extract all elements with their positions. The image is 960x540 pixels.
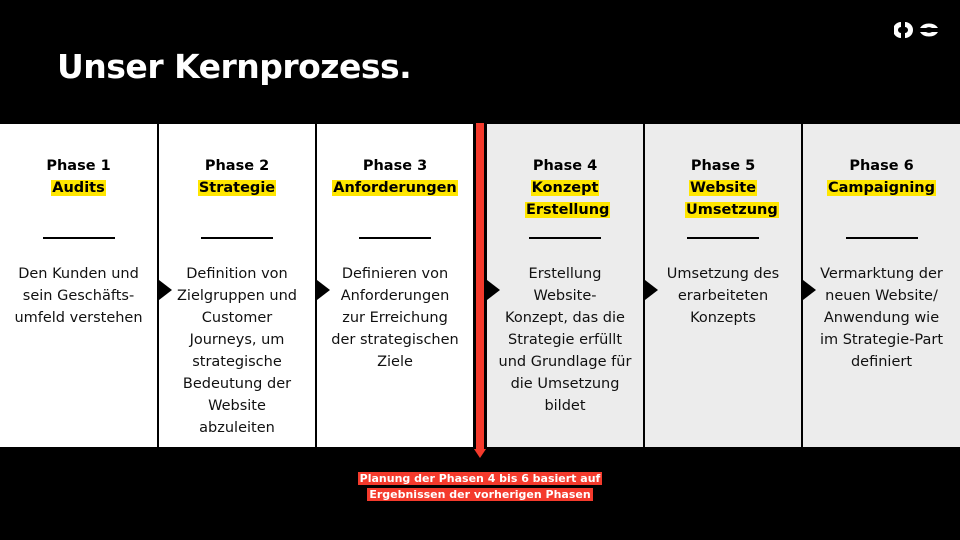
phase-description: Erstellung Website- Konzept, das die Str… — [498, 266, 632, 414]
divider — [359, 237, 431, 239]
phase-label: Phase 3 — [362, 158, 428, 174]
phase-name: Audits — [51, 180, 106, 196]
phase-4-column: Phase 4 Konzept Erstellung Erstellung Web… — [487, 124, 643, 447]
phase-description: Den Kunden und sein Geschäfts- umfeld ve… — [14, 266, 143, 326]
page-title: Unser Kernprozess. — [57, 47, 412, 86]
oc-logo-icon — [894, 22, 938, 38]
phase-description: Umsetzung des erarbeiteten Konzepts — [666, 266, 780, 326]
note-line-2: Ergebnissen der vorherigen Phasen — [367, 488, 593, 501]
phase-label: Phase 5 — [690, 158, 756, 174]
divider — [687, 237, 759, 239]
phase-label: Phase 6 — [849, 158, 914, 174]
phase-description: Vermarktung der neuen Website/ Anwendung… — [819, 266, 944, 370]
phase-description: Definieren von Anforderungen zur Erreich… — [331, 266, 459, 370]
planning-note: Planung der Phasen 4 bis 6 basiert auf E… — [0, 471, 960, 503]
divider — [42, 237, 115, 239]
arrow-right-icon — [645, 280, 658, 300]
phase-5-column: Phase 5 Website Umsetzung Umsetzung des e… — [645, 124, 801, 447]
phase-label: Phase 1 — [46, 158, 111, 174]
phase-3-column: Phase 3 Anforderungen Definieren von Anfo… — [317, 124, 473, 447]
phase-name: Campaigning — [826, 180, 937, 196]
arrow-down-icon — [474, 449, 486, 458]
phase-1-column: Phase 1 Audits Den Kunden und sein Geschä… — [0, 124, 157, 447]
divider — [529, 237, 601, 239]
arrow-right-icon — [487, 280, 500, 300]
phase-name: Website Umsetzung — [685, 180, 779, 218]
arrow-right-icon — [803, 280, 816, 300]
phase-label: Phase 2 — [204, 158, 270, 174]
phase-description: Definition von Zielgruppen und Customer … — [177, 266, 297, 436]
phase-label: Phase 4 — [532, 158, 598, 174]
arrow-right-icon — [159, 280, 172, 300]
phase-6-column: Phase 6 Campaigning Vermarktung der neuen… — [803, 124, 960, 447]
note-line-1: Planung der Phasen 4 bis 6 basiert auf — [357, 472, 603, 485]
arrow-right-icon — [317, 280, 330, 300]
phase-name: Strategie — [197, 180, 277, 196]
divider — [845, 237, 918, 239]
phase-name: Anforderungen — [332, 180, 458, 196]
planning-marker-bar — [476, 123, 484, 450]
phase-name: Konzept Erstellung — [525, 180, 611, 218]
phase-2-column: Phase 2 Strategie Definition von Zielgrup… — [159, 124, 315, 447]
divider — [201, 237, 273, 239]
